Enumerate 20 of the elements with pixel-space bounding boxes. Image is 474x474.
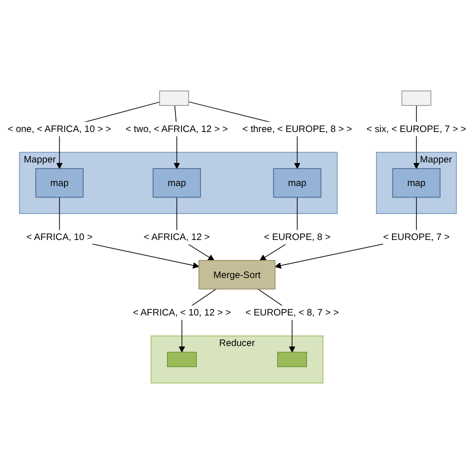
edge-label: < EUROPE, < 8, 7 > > [245, 306, 339, 318]
node-box [402, 90, 432, 106]
edge-label: < three, < EUROPE, 8 > > [242, 123, 352, 134]
edge-label: < AFRICA, < 10, 12 > > [132, 306, 231, 318]
node-box: map [392, 168, 440, 198]
edge-label: < one, < AFRICA, 10 > > [8, 123, 112, 134]
edge-label: < EUROPE, 7 > [383, 231, 450, 242]
edge-label: < AFRICA, 12 > [144, 231, 210, 242]
node-box: map [273, 168, 322, 198]
node-box [167, 352, 197, 368]
node-box: Merge-Sort [198, 260, 276, 290]
edge-label: < two, < AFRICA, 12 > > [126, 123, 228, 134]
node-box: map [35, 168, 84, 198]
node-box [277, 352, 307, 368]
edge-label: < EUROPE, 8 > [264, 231, 331, 242]
cluster: Reducer [150, 336, 324, 384]
edge-label: < six, < EUROPE, 7 > > [366, 123, 466, 134]
node-box: map [152, 168, 201, 198]
edge-label: < AFRICA, 10 > [26, 231, 93, 242]
node-box [159, 90, 189, 106]
